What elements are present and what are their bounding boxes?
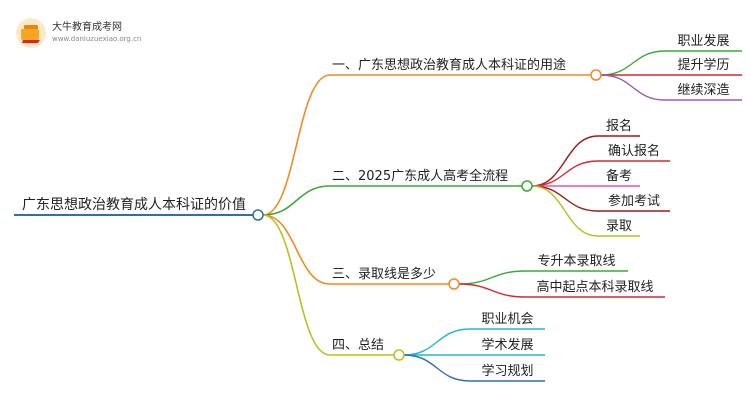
leaf-connector-3-1: [458, 270, 526, 285]
leaf-topic-1-2: 提升学历: [677, 57, 729, 73]
leaf-connector-3-2: [458, 283, 526, 298]
branch-connector-2: [262, 185, 331, 216]
root-topic: 广东思想政治教育成人本科证的价值: [22, 197, 246, 213]
leaf-topic-1-3: 继续深造: [677, 83, 729, 98]
leaf-topic-4-3: 学习规划: [481, 363, 533, 379]
leaf-topic-2-1: 报名: [606, 118, 632, 134]
branch-connector-4: [262, 214, 331, 356]
branch-connector-1: [262, 74, 331, 216]
watermark-url: www.daniuzuexiao.org.cn: [52, 35, 142, 43]
branch-node-4: [393, 349, 405, 361]
leaf-topic-2-5: 录取: [606, 219, 632, 234]
leaf-topic-4-1: 职业机会: [481, 312, 533, 327]
leaf-connector-2-4: [531, 185, 599, 212]
leaf-connector-2-1: [531, 135, 599, 187]
leaf-topic-4-2: 学术发展: [481, 337, 533, 353]
branch-topic-3: 三、录取线是多少: [332, 266, 436, 282]
leaf-topic-3-1: 专升本录取线: [537, 254, 615, 269]
branch-topic-2: 二、2025广东成人高考全流程: [332, 168, 508, 184]
watermark-site-name: 大牛教育成考网: [52, 22, 122, 33]
branch-connector-3: [262, 214, 331, 285]
leaf-topic-2-2: 确认报名: [608, 143, 660, 159]
leaf-topic-3-2: 高中起点本科录取线: [536, 279, 653, 295]
logo-icon: [16, 18, 46, 48]
watermark: 大牛教育成考网 www.daniuzuexiao.org.cn: [14, 16, 154, 50]
leaf-connector-4-3: [403, 354, 471, 382]
branch-topic-1: 一、广东思想政治教育成人本科证的用途: [332, 57, 566, 73]
branch-node-3: [448, 278, 460, 290]
leaf-connector-2-2: [531, 160, 599, 187]
leaf-connector-4-1: [403, 328, 471, 356]
leaf-connector-1-1: [600, 50, 666, 76]
leaf-connector-1-3: [600, 74, 666, 101]
leaf-topic-2-4: 参加考试: [608, 193, 660, 209]
branch-node-2: [521, 180, 533, 192]
branch-topic-4: 四、总结: [332, 338, 384, 353]
root-connector-node: [252, 209, 264, 221]
leaf-connector-2-5: [531, 185, 599, 237]
leaf-topic-1-1: 职业发展: [677, 33, 729, 49]
leaf-topic-2-3: 备考: [606, 168, 632, 184]
branch-node-1: [590, 69, 602, 81]
